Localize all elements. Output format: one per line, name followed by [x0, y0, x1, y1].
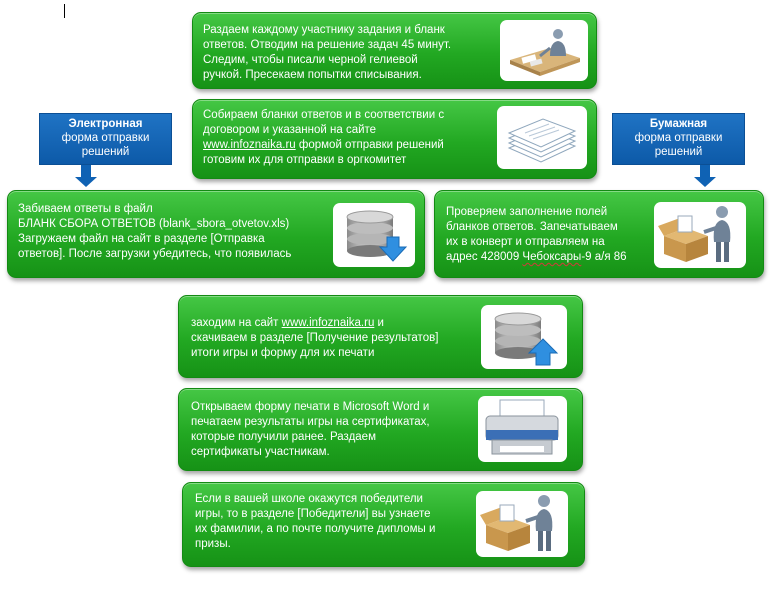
text-line: сертификаты участникам. [191, 446, 330, 458]
paper-stack-icon [497, 106, 587, 169]
right-down-arrow [694, 177, 716, 187]
left-arrow-stem [81, 165, 91, 177]
step-collect-text: Собираем бланки ответов и в соответствии… [203, 108, 493, 172]
text-line: заходим на сайт www.infoznaika.ru и [191, 316, 481, 331]
text-cursor [64, 4, 65, 18]
text-line: призы. [195, 538, 231, 550]
left-down-arrow [75, 177, 97, 187]
text-fragment: ) [285, 218, 290, 230]
database-upload-icon [481, 305, 567, 369]
text-line: Следим, чтобы писали черной гелиевой [203, 54, 418, 66]
database-download-icon [333, 203, 415, 267]
text-fragment: адрес 428009 [446, 251, 523, 263]
banner-subtitle: форма отправки [61, 132, 150, 144]
text-line: скачиваем в разделе [Получение результат… [191, 332, 439, 344]
text-line: Проверяем заполнение полей [446, 206, 608, 218]
text-line: ответов. Отводим на решение задач 45 мин… [203, 39, 452, 51]
step-winners-text: Если в вашей школе окажутся победители и… [195, 492, 475, 558]
text-fragment: формой отправки решений [295, 139, 444, 151]
text-line: Открываем форму печати в Microsoft Word … [191, 401, 430, 413]
electronic-form-banner: Электронная форма отправки решений [39, 113, 172, 165]
text-line: договором и указанной на сайте [203, 124, 377, 136]
person-with-box-icon [654, 202, 746, 268]
text-line: игры, то в разделе [Победители] вы узнае… [195, 508, 431, 520]
text-fragment: -9 а/я 86 [581, 251, 627, 263]
text-line: Раздаем каждому участнику задания и блан… [203, 24, 445, 36]
text-line: www.infoznaika.ru формой отправки решени… [203, 138, 493, 153]
text-line: Забиваем ответы в файл [18, 203, 153, 215]
step-electronic-text: Забиваем ответы в файл БЛАНК СБОРА ОТВЕТ… [18, 202, 330, 270]
text-line: Если в вашей школе окажутся победители [195, 493, 423, 505]
text-line: БЛАНК СБОРА ОТВЕТОВ (blank_sbora_otvetov… [18, 217, 330, 232]
banner-title: Электронная [68, 118, 143, 130]
printer-icon [478, 396, 567, 462]
text-line: Загружаем файл на сайт в разделе [Отправ… [18, 233, 265, 245]
text-fragment: и [374, 317, 384, 329]
text-line: готовим их для отправки в оргкомитет [203, 154, 407, 166]
step-results-text: заходим на сайт www.infoznaika.ru и скач… [191, 316, 481, 364]
banner-subtitle: решений [81, 146, 130, 158]
step-print-text: Открываем форму печати в Microsoft Word … [191, 400, 476, 464]
site-link[interactable]: www.infoznaika.ru [281, 317, 375, 329]
file-name: blank_sbora_otvetov.xls [162, 218, 286, 230]
step-paper-text: Проверяем заполнение полей бланков ответ… [446, 205, 651, 269]
step-distribute-text: Раздаем каждому участнику задания и блан… [203, 23, 493, 85]
text-line: Собираем бланки ответов и в соответствии… [203, 109, 445, 121]
banner-title: Бумажная [649, 118, 708, 130]
person-with-box-icon [476, 491, 568, 557]
banner-subtitle: решений [654, 146, 703, 158]
text-line: печатаем результаты игры на сертификатах… [191, 416, 430, 428]
text-line: их в конверт и отправляем на [446, 236, 605, 248]
text-line: итоги игры и форму для их печати [191, 347, 375, 359]
right-arrow-stem [700, 165, 710, 177]
text-line: адрес 428009 Чебоксары-9 а/я 86 [446, 250, 651, 265]
text-line: ответов]. После загрузки убедитесь, что … [18, 248, 292, 260]
teacher-at-desk-icon [500, 20, 588, 81]
text-line: бланков ответов. Запечатываем [446, 221, 618, 233]
banner-subtitle: форма отправки [634, 132, 723, 144]
text-fragment: заходим на сайт [191, 317, 282, 329]
paper-form-banner: Бумажная форма отправки решений [612, 113, 745, 165]
text-fragment: БЛАНК СБОРА ОТВЕТОВ ( [18, 218, 163, 230]
text-line: ручкой. Пресекаем попытки списывания. [203, 69, 422, 81]
text-line: которые получили ранее. Раздаем [191, 431, 376, 443]
text-line: их фамилии, а по почте получите дипломы … [195, 523, 436, 535]
site-link[interactable]: www.infoznaika.ru [203, 139, 296, 151]
city-name: Чебоксары [522, 251, 582, 263]
